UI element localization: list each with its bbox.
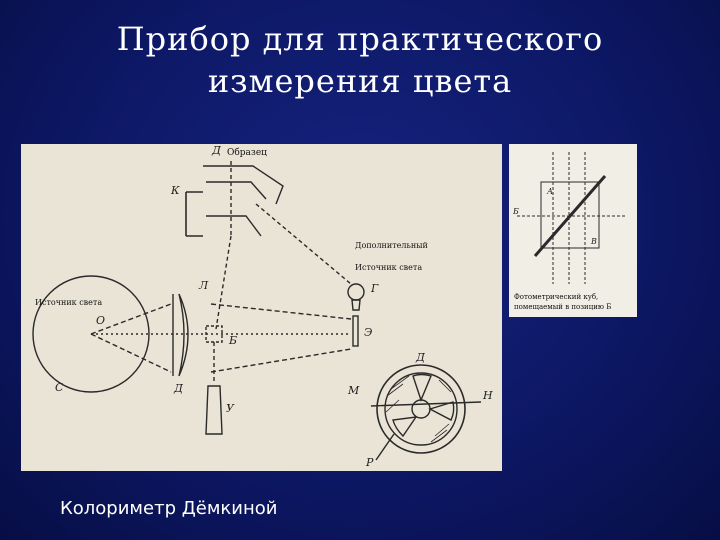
sample-holder xyxy=(203,165,284,205)
wheel-pointer xyxy=(375,433,395,461)
color-wheel-hub xyxy=(411,399,431,419)
colorimeter-diagram-svg: Д К Г Л О Б Э С Д У М Д Н Р xyxy=(32,144,493,469)
letter-u: У xyxy=(226,402,235,415)
cube-letter-b: Б xyxy=(512,207,519,216)
letter-l: Л xyxy=(198,279,209,292)
wheel-axis xyxy=(370,401,482,407)
wheel-sector-3 xyxy=(392,416,418,438)
label-extra-source-line-2: Источник света xyxy=(355,263,423,272)
letter-d-wheel: Д xyxy=(415,351,426,364)
prism-lower xyxy=(206,215,262,237)
lamp-bulb xyxy=(347,283,365,301)
cube-outline xyxy=(540,181,600,249)
letter-k: К xyxy=(170,184,180,197)
cube-letter-a: А xyxy=(546,187,553,196)
ray-right-lower xyxy=(210,348,352,373)
ray-right-upper xyxy=(210,303,352,320)
letter-g: Г xyxy=(370,282,379,295)
photometric-cube-svg: А Б В xyxy=(512,152,627,284)
colorimeter-diagram: Д К Г Л О Б Э С Д У М Д Н Р Образец Допо… xyxy=(21,144,502,471)
wheel-sector-1 xyxy=(412,373,432,402)
letter-d-top: Д xyxy=(211,144,222,157)
letter-n: Н xyxy=(482,389,493,402)
cube-letter-v: В xyxy=(590,237,597,246)
eyepiece xyxy=(205,385,223,435)
slide-title: Прибор для практического измерения цвета xyxy=(90,18,630,102)
ray-to-lamp xyxy=(255,203,352,285)
label-sample: Образец xyxy=(226,148,268,158)
letter-m: М xyxy=(347,384,360,397)
letter-d-lens: Д xyxy=(173,382,184,395)
letter-s: С xyxy=(55,381,64,394)
slide-caption: Колориметр Дёмкиной xyxy=(60,498,278,519)
color-wheel-outer xyxy=(376,364,466,454)
ray-main-lower xyxy=(90,333,172,373)
slide-title-line-2: измерения цвета xyxy=(207,62,513,100)
letter-o: О xyxy=(96,314,105,327)
label-light-source: Источник света xyxy=(35,298,103,307)
ray-to-splitter xyxy=(215,235,232,330)
color-wheel-inner xyxy=(384,372,458,446)
photometric-cube-diagram: А Б В xyxy=(509,144,637,317)
cube-b xyxy=(205,325,223,343)
label-photometric-cube: Фотометрический куб, помещаемый в позици… xyxy=(514,293,612,311)
cube-diagonal xyxy=(533,175,607,257)
wheel-sector-2 xyxy=(428,401,455,421)
letter-e: Э xyxy=(364,326,372,339)
lamp-base xyxy=(351,299,361,311)
letter-b: Б xyxy=(228,334,237,347)
label-extra-source-line-1: Дополнительный xyxy=(355,241,428,250)
filter-e xyxy=(352,315,359,347)
source-circle xyxy=(32,275,150,393)
letter-r: Р xyxy=(365,456,374,469)
lens xyxy=(178,293,189,377)
slide-title-line-1: Прибор для практического xyxy=(116,20,604,58)
ray-main-upper xyxy=(90,303,172,335)
prism-upper xyxy=(206,181,267,200)
